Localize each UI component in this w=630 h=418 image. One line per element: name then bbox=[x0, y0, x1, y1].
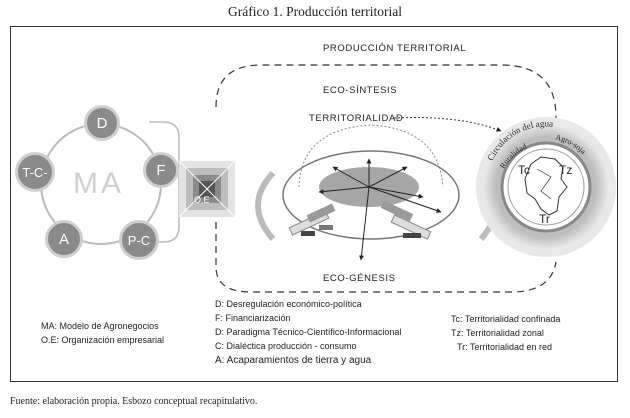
legend-left-item: MA: Modelo de Agronegocios bbox=[41, 321, 159, 331]
production-dashed-boundary bbox=[215, 64, 557, 137]
production-dashed-boundary-bottom bbox=[215, 162, 557, 293]
node-a: A bbox=[45, 220, 83, 258]
legend-right-item: Tr: Territorialidad en red bbox=[457, 342, 553, 352]
territory-map-icon bbox=[524, 156, 568, 216]
legend-middle-item: F: Financiarización bbox=[215, 313, 291, 323]
legend-middle-item: A: Acaparamientos de tierra y agua bbox=[215, 355, 372, 366]
diagram-frame: Circulación del agua Ruralidad Agro-soja… bbox=[10, 26, 618, 382]
oe-label: O.E bbox=[194, 195, 210, 205]
tr-map-label: Tr bbox=[539, 212, 550, 226]
legend-middle-item: C: Dialéctica producción - consumo bbox=[215, 341, 357, 351]
eco-genesis-label: ECO-GÉNESIS bbox=[323, 273, 396, 284]
produccion-territorial-label: PRODUCCIÓN TERRITORIAL bbox=[323, 43, 467, 54]
node-tc: T-C- bbox=[15, 152, 55, 192]
eco-sintesis-label: ECO-SÍNTESIS bbox=[323, 85, 398, 96]
figure-title: Gráfico 1. Producción territorial bbox=[228, 4, 402, 19]
legend-left-item: O.E: Organización empresarial bbox=[41, 335, 165, 345]
radiating-arrows bbox=[318, 158, 442, 261]
production-diagram: Circulación del agua Ruralidad Agro-soja bbox=[40, 64, 616, 293]
source-note: Fuente: elaboración propia. Esbozo conce… bbox=[10, 396, 258, 407]
left-bracket-arc bbox=[255, 170, 276, 241]
territoriality-dotted-arc bbox=[298, 124, 444, 188]
node-f: F bbox=[143, 152, 179, 188]
territorialidad-label: TERRITORIALIDAD bbox=[309, 113, 404, 124]
machinery-right-icon bbox=[380, 200, 432, 240]
machinery-left-icon bbox=[288, 203, 336, 236]
tz-map-label: Tz bbox=[559, 163, 573, 177]
territoriality-dotted-arrow bbox=[393, 117, 502, 132]
ma-label: MA bbox=[73, 167, 124, 200]
legend-middle-item: D: Desregulación económico-política bbox=[215, 299, 362, 309]
central-ellipse-outline bbox=[282, 150, 460, 240]
node-pc: P-C bbox=[119, 220, 159, 260]
tc-map-label: Tc bbox=[518, 163, 530, 177]
legend-middle-item: D: Paradigma Técnico-Científico-Informac… bbox=[215, 327, 402, 337]
legend-right-item: Tz: Territorialidad zonal bbox=[451, 328, 544, 338]
node-d: D bbox=[84, 105, 120, 141]
legend-right-item: Tc: Territorialidad confinada bbox=[451, 314, 561, 324]
oe-square-icon bbox=[178, 160, 236, 218]
